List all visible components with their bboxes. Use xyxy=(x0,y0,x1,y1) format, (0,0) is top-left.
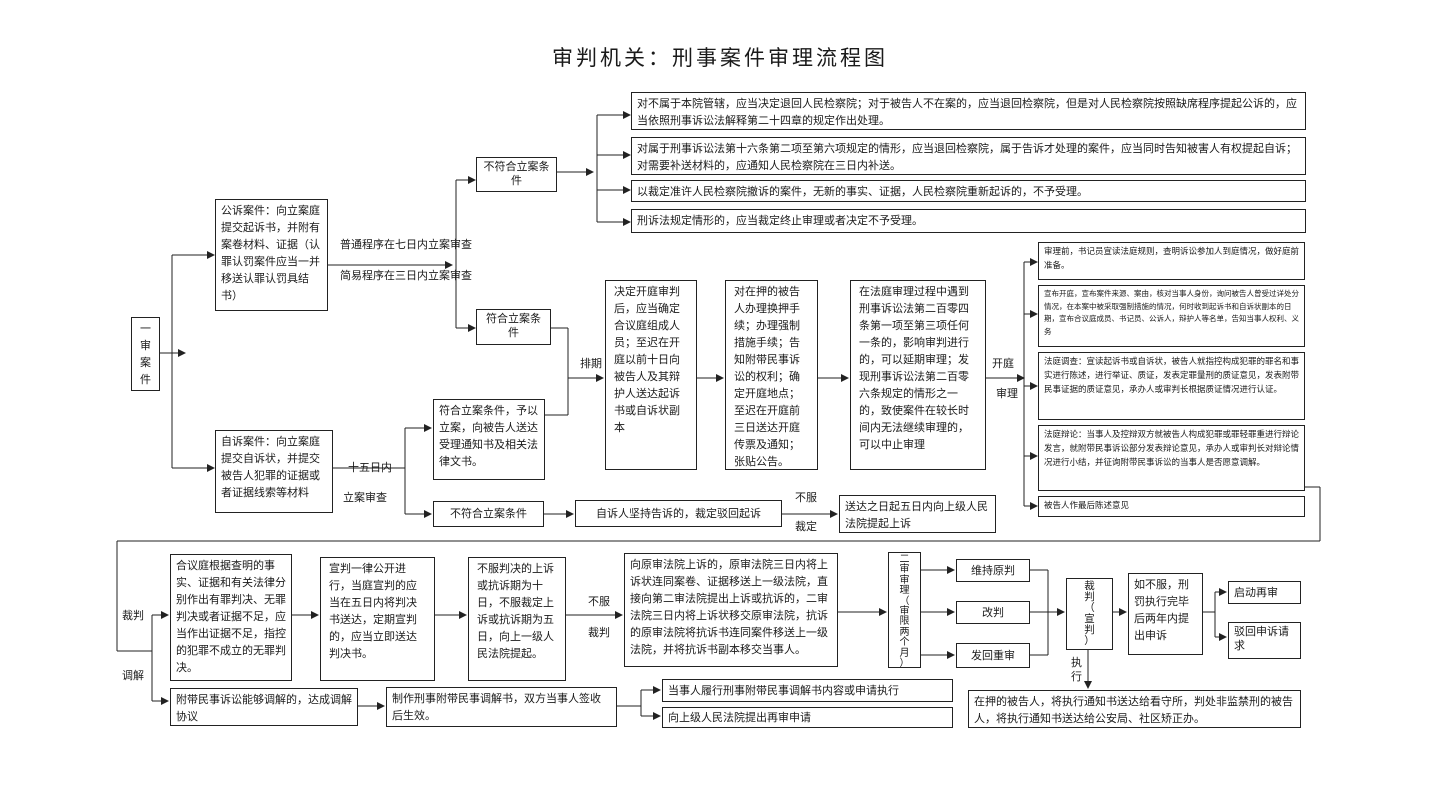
outcome-uphold: 维持原判 xyxy=(956,559,1030,582)
mediation-retrial-box: 向上级人民法院提出再审申请 xyxy=(662,707,953,728)
reject-reason-2: 对属于刑事诉讼法第十六条第二项至第六项规定的情形，应当退回检察院，属于告诉才处理… xyxy=(631,137,1306,175)
label-execute: 执 行 xyxy=(1071,656,1082,683)
label-schedule: 排期 xyxy=(580,357,602,370)
label-ruling-2: 裁判 xyxy=(588,626,610,639)
label-trial: 审理 xyxy=(996,387,1018,400)
label-open-court: 开庭 xyxy=(992,357,1014,370)
label-15-days: 十五日内 xyxy=(348,461,392,474)
trial-step-2: 宣布开庭，宣布案件来源、案由，核对当事人身份，询问被告人曾受过详处分情况，在本案… xyxy=(1038,285,1305,347)
private-appeal-box: 送达之日起五日内向上级人民法院提起上诉 xyxy=(839,495,996,533)
label-refuse-2: 不服 xyxy=(588,595,610,608)
appeal-process-box: 向原审法院上诉的，原审法院三日内将上诉状连同案卷、证据移送上一级法院，直接向第二… xyxy=(624,553,838,667)
outcome-amend: 改判 xyxy=(956,601,1030,624)
page-title: 审判机关：刑事案件审理流程图 xyxy=(552,46,888,70)
public-prosecution-box: 公诉案件：向立案庭提交起诉书，并附有案卷材料、证据（认罪认罚案件应当一并移送认罪… xyxy=(215,199,328,311)
label-simple-procedure: 简易程序在三日内立案审查 xyxy=(340,269,472,282)
first-instance-box: 一 审 案 件 xyxy=(131,317,160,391)
not-meet-filing-box: 不符合立案条件 xyxy=(476,157,557,192)
pretrial-box-1: 决定开庭审判后，应当确定合议庭组成人员；至迟在开庭以前十日向被告人及其辩护人送达… xyxy=(605,280,697,470)
pretrial-box-3: 在法庭审理过程中遇到刑事诉讼法第二百零四条第一项至第三项任何一条的，影响审判进行… xyxy=(850,280,986,470)
trial-step-5: 被告人作最后陈述意见 xyxy=(1038,496,1305,517)
trial-step-3: 法庭调查：宣读起诉书或自诉状，被告人就指控构成犯罪的罪名和事实进行陈述，进行举证… xyxy=(1038,352,1305,420)
label-refuse: 不服 xyxy=(795,491,817,504)
pretrial-box-2: 对在押的被告人办理换押手续；办理强制措施手续；告知附带民事诉讼的权利；确定开庭地… xyxy=(725,280,818,470)
start-retrial-box: 启动再审 xyxy=(1228,581,1301,604)
reject-reason-4: 刑诉法规定情形的，应当裁定终止审理或者决定不予受理。 xyxy=(631,209,1306,233)
final-judgment-box: 裁 判 （ 宣 判 ） xyxy=(1066,578,1113,650)
mediation-execute-box: 当事人履行刑事附带民事调解书内容或申请执行 xyxy=(662,679,953,702)
trial-step-1: 审理前，书记员宣读法庭规则，查明诉讼参加人到庭情况，做好庭前准备。 xyxy=(1038,242,1305,280)
reject-reason-3: 以裁定准许人民检察院撤诉的案件，无新的事实、证据，人民检察院重新起诉的，不予受理… xyxy=(631,180,1306,202)
verdict-box-3: 不服判决的上诉或抗诉期为十日，不服裁定上诉或抗诉期为五日，向上一级人民法院提起。 xyxy=(468,557,566,681)
mediation-document-box: 制作刑事附带民事调解书，双方当事人签收后生效。 xyxy=(386,687,617,727)
execution-detail-box: 在押的被告人，将执行通知书送达给看守所，判处非监禁刑的被告人，将执行通知书送达给… xyxy=(968,690,1301,728)
outcome-remand: 发回重审 xyxy=(956,643,1030,668)
reject-petition-box: 驳回申诉请求 xyxy=(1228,622,1301,659)
insist-dismiss-box: 自诉人坚持告诉的，裁定驳回起诉 xyxy=(575,500,782,527)
verdict-box-1: 合议庭根据查明的事实、证据和有关法律分别作出有罪判决、无罪判决或者证据不足，应当… xyxy=(170,554,292,681)
private-meet-filing-box: 符合立案条件，予以立案，向被告人送达受理通知书及相关法律文书。 xyxy=(433,399,545,480)
label-verdict: 裁判 xyxy=(122,609,144,622)
private-not-meet-box: 不符合立案条件 xyxy=(433,501,544,527)
retrial-condition-box: 如不服，刑罚执行完毕后两年内提出申诉 xyxy=(1128,573,1203,655)
reject-reason-1: 对不属于本院管辖，应当决定退回人民检察院；对于被告人不在案的，应当退回检察院，但… xyxy=(631,92,1306,130)
private-prosecution-box: 自诉案件：向立案庭提交自诉状，并提交被告人犯罪的证据或者证据线索等材料 xyxy=(215,430,333,513)
second-instance-box: 二 审 审 理 （ 审 限 两 个 月 ） xyxy=(888,552,921,668)
label-filing-review: 立案审查 xyxy=(343,491,387,504)
meet-filing-box: 符合立案条件 xyxy=(476,309,551,345)
trial-step-4: 法庭辩论：当事人及控辩双方就被告人构成犯罪或罪轻罪重进行辩论发言，就附带民事诉讼… xyxy=(1038,425,1305,491)
label-normal-procedure: 普通程序在七日内立案审查 xyxy=(340,238,472,251)
verdict-box-2: 宣判一律公开进行，当庭宣判的应当在五日内将判决书送达，定期宣判的，应当立即送达判… xyxy=(320,557,435,681)
label-mediate: 调解 xyxy=(122,669,144,682)
mediation-agreement-box: 附带民事诉讼能够调解的，达成调解协议 xyxy=(170,688,358,726)
label-ruling: 裁定 xyxy=(795,520,817,533)
